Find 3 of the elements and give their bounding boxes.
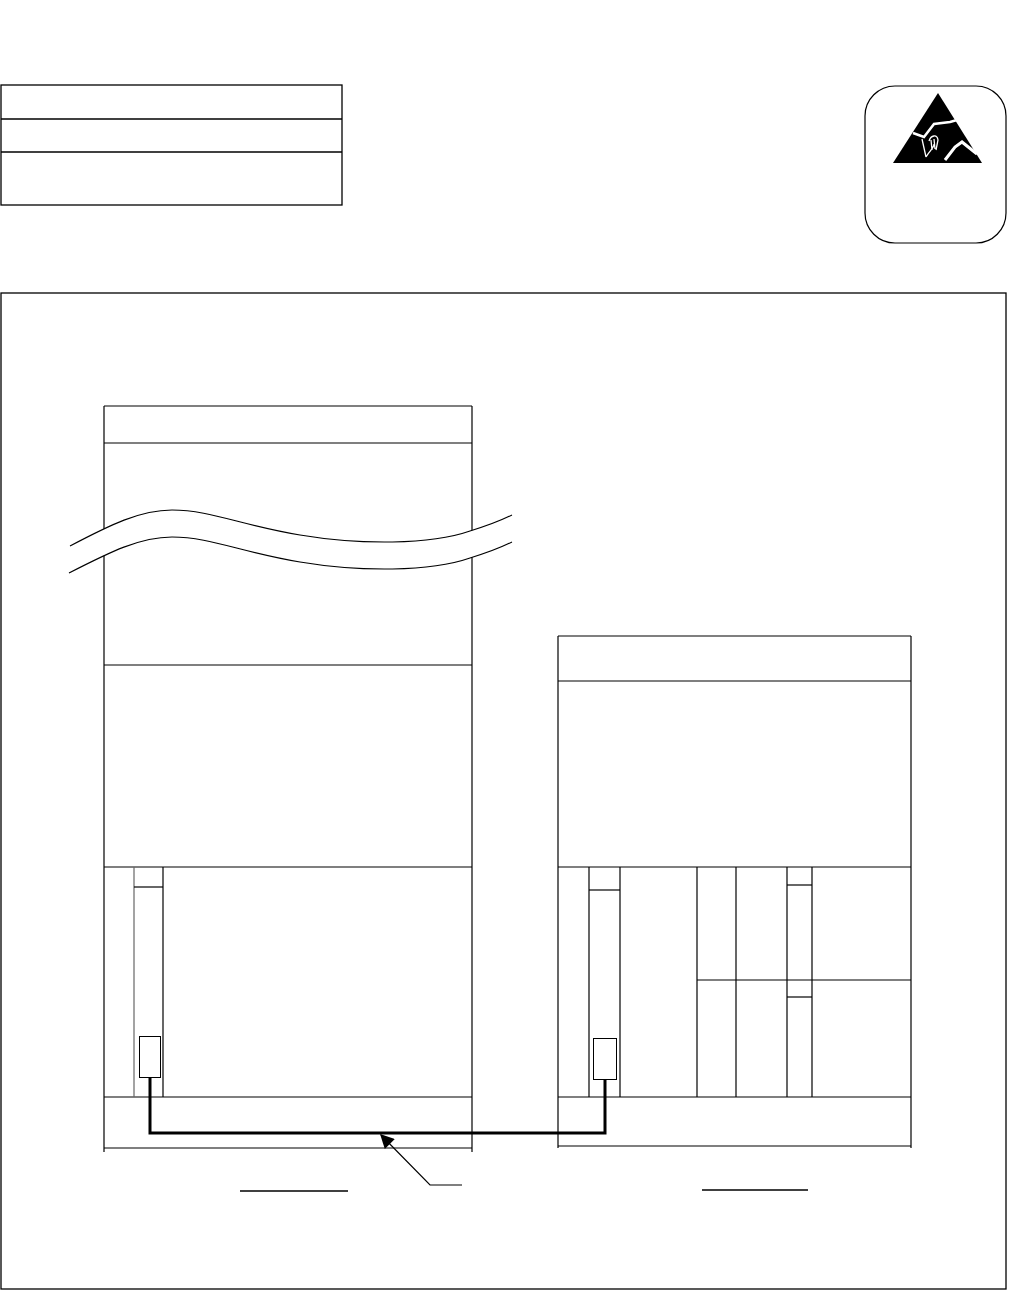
- connector-box: [593, 1038, 617, 1080]
- connector-box: [139, 1036, 161, 1078]
- cable: [148, 1078, 607, 1135]
